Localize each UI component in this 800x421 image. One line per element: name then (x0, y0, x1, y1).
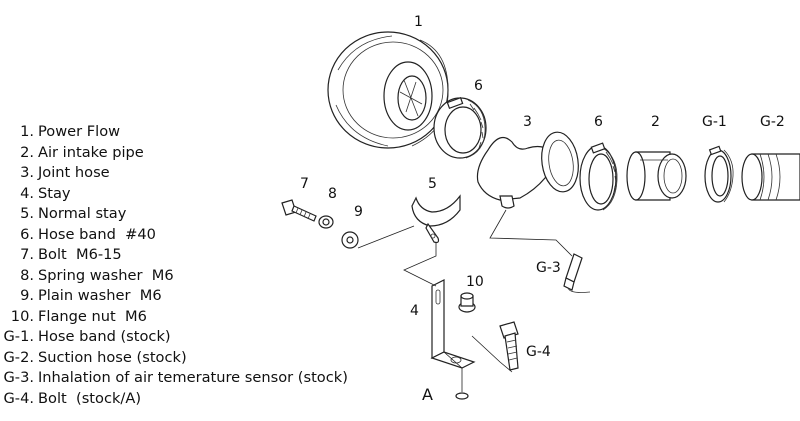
legend-text: Hose band #40 (38, 225, 156, 243)
legend-text: Hose band (stock) (38, 328, 171, 345)
legend-item-5: 5.Normal stay (0, 204, 360, 225)
legend-item-8: 8.Spring washer M6 (0, 266, 360, 287)
part-hose-band-left (433, 97, 487, 159)
legend-number: G-2. (3, 348, 35, 366)
legend-text: Stay (38, 184, 71, 202)
part-flange-nut (458, 292, 476, 313)
callout-9: 9 (354, 204, 363, 220)
legend-number: 2. (20, 143, 34, 161)
legend-number: 3. (20, 164, 34, 181)
part-air-temperature-sensor (563, 253, 591, 293)
legend-item-6: 6.Hose band #40 (0, 225, 360, 246)
legend-number: 6. (20, 225, 34, 243)
part-bolt-m6-15 (281, 199, 317, 222)
leader-lines (357, 209, 573, 373)
callout-3: 3 (523, 114, 532, 130)
part-normal-stay (411, 194, 461, 244)
part-suction-hose-stock (741, 153, 800, 201)
legend-number: G-1. (3, 328, 35, 345)
callout-g4: G-4 (526, 344, 551, 360)
legend-number: G-3. (3, 369, 35, 386)
part-joint-hose (476, 131, 579, 209)
legend-text: Normal stay (38, 205, 127, 222)
part-mount-point-a (455, 368, 469, 400)
legend-text: Air intake pipe (38, 143, 144, 161)
legend-item-1: 1.Power Flow (0, 122, 360, 143)
legend-number: 1. (20, 123, 34, 140)
part-plain-washer (341, 231, 359, 249)
callout-7: 7 (300, 176, 309, 192)
callout-6-right: 6 (594, 114, 603, 130)
legend-item-4: 4.Stay (0, 184, 360, 205)
callout-g3: G-3 (536, 260, 561, 276)
legend-text: Flange nut M6 (38, 307, 147, 325)
legend-number: G-4. (3, 389, 35, 407)
callout-8: 8 (328, 186, 337, 202)
legend-number: 9. (20, 287, 34, 304)
legend-number: 8. (20, 266, 34, 284)
legend-text: Inhalation of air temerature sensor (sto… (38, 369, 348, 386)
legend-item-g2: G-2.Suction hose (stock) (0, 348, 360, 369)
legend-text: Joint hose (38, 164, 110, 181)
part-bolt-stock (499, 321, 519, 371)
legend-item-2: 2.Air intake pipe (0, 143, 360, 164)
callout-6-left: 6 (474, 78, 483, 94)
legend-text: Suction hose (stock) (38, 348, 187, 366)
callout-4: 4 (410, 303, 419, 319)
legend-text: Power Flow (38, 123, 121, 140)
callout-2: 2 (651, 114, 660, 130)
legend-text: Bolt (stock/A) (38, 389, 142, 407)
legend-text: Bolt M6-15 (38, 246, 122, 263)
callout-5: 5 (428, 176, 437, 192)
legend-number: 5. (20, 205, 34, 222)
legend-number: 7. (20, 246, 34, 263)
legend-item-10: 10.Flange nut M6 (0, 307, 360, 328)
callout-a: A (422, 385, 433, 404)
part-power-flow (327, 31, 449, 149)
legend-item-3: 3.Joint hose (0, 163, 360, 184)
part-spring-washer (318, 215, 334, 229)
legend-number: 4. (20, 184, 34, 202)
parts-legend: 1.Power Flow 2.Air intake pipe 3.Joint h… (0, 122, 360, 409)
part-air-intake-pipe (626, 151, 687, 201)
legend-number: 10. (10, 307, 34, 325)
legend-item-9: 9.Plain washer M6 (0, 286, 360, 307)
part-hose-band-right (579, 142, 618, 211)
legend-item-7: 7.Bolt M6-15 (0, 245, 360, 266)
callout-g2: G-2 (760, 114, 785, 130)
callout-1: 1 (414, 14, 423, 30)
legend-text: Plain washer M6 (38, 287, 162, 304)
part-hose-band-stock (704, 145, 734, 203)
legend-text: Spring washer M6 (38, 266, 174, 284)
legend-item-g1: G-1.Hose band (stock) (0, 327, 360, 348)
legend-item-g3: G-3.Inhalation of air temerature sensor … (0, 368, 360, 389)
callout-g1: G-1 (702, 114, 727, 130)
callout-10: 10 (466, 274, 484, 290)
legend-item-g4: G-4.Bolt (stock/A) (0, 389, 360, 410)
